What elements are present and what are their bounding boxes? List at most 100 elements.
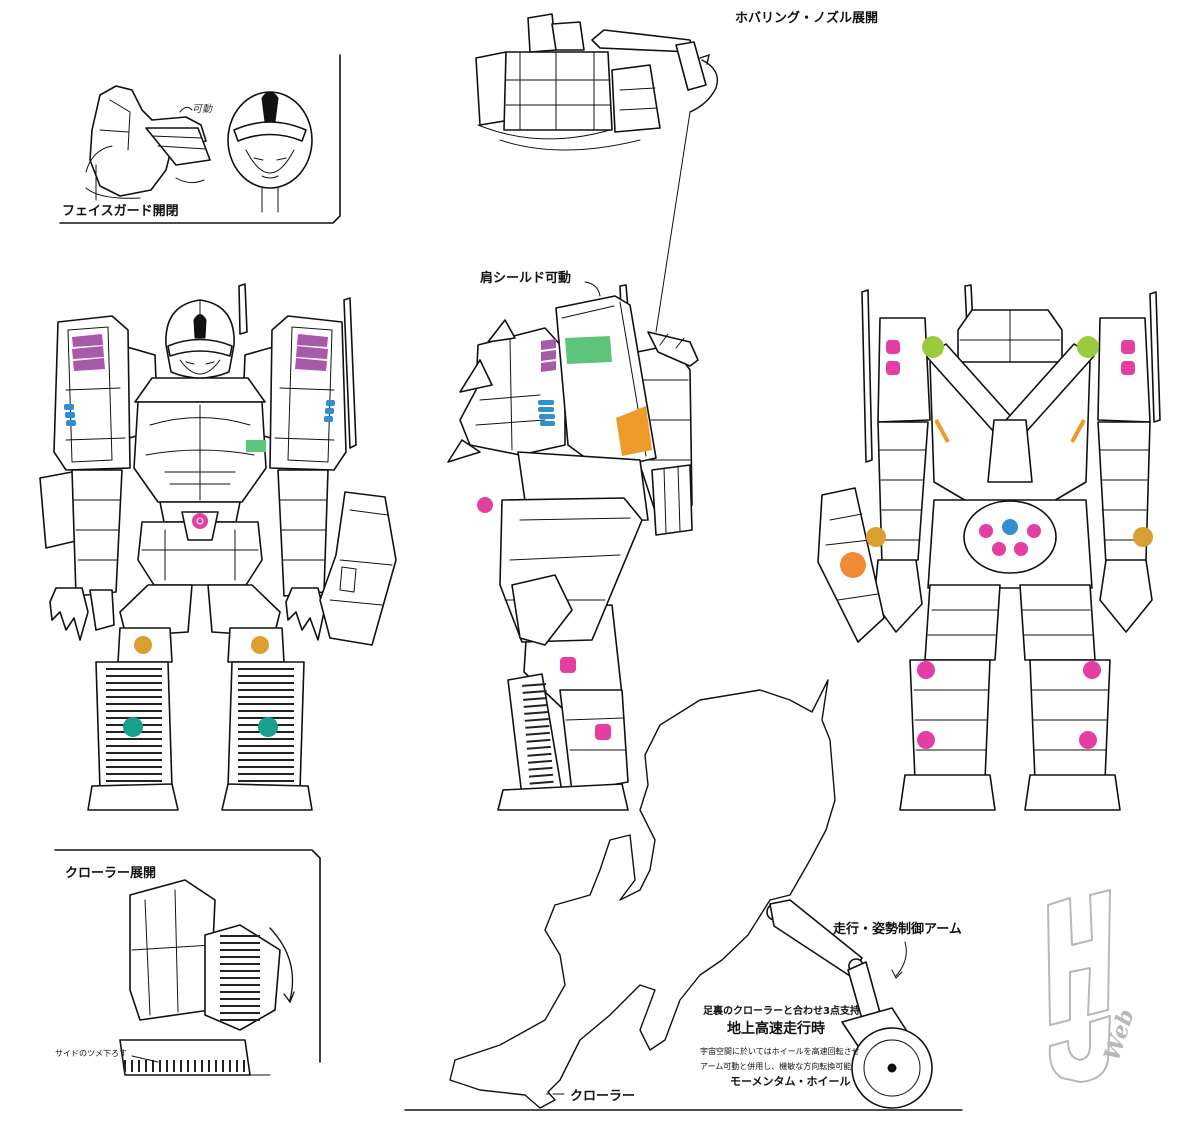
back-hip-magenta-bottom-left (992, 542, 1006, 556)
side-hand (511, 574, 573, 646)
crawler-sketch-body (129, 879, 216, 1021)
side-shin-magenta-marker (595, 724, 611, 740)
crawler-deploy-frame (54, 849, 321, 1063)
front-left-purple-vent-2 (72, 346, 104, 359)
side-backpack-lines (639, 379, 691, 461)
front-left-purple-vent-1 (72, 334, 103, 347)
face-guard-note: 可動 (192, 103, 213, 115)
face-guard-frame (59, 54, 341, 224)
side-blue-thruster-4 (540, 421, 555, 426)
back-right-thruster-lime-marker (1077, 336, 1099, 358)
side-rear-gun-rack (651, 464, 693, 536)
front-crotch-marker-ring (196, 517, 204, 525)
back-right-thigh (1019, 584, 1096, 661)
back-right-shoulder-magenta-1 (1121, 340, 1135, 354)
back-right-blade (1149, 291, 1161, 423)
side-claw-leader (131, 1055, 271, 1076)
front-left-blue-thruster-1 (64, 404, 74, 410)
front-right-claw (285, 587, 325, 641)
back-left-wrist-orange-marker (866, 527, 886, 547)
side-shin-lines (565, 717, 627, 751)
crawler-deploy-panel: クローラー展開 サイドのツメ下ろす (54, 849, 321, 1076)
side-shoulder-magenta-marker (477, 497, 493, 513)
control-arm-upper (769, 899, 863, 977)
side-purple-vent-2 (541, 350, 556, 361)
ground-mode-diagram: 走行・姿勢制御アーム 足裏のクローラーと合わせ3点支持 地上高速走行時 宇宙空間… (404, 679, 963, 1111)
front-right-blue-thruster-1 (326, 400, 335, 406)
back-left-shoulder-magenta-2 (886, 361, 900, 375)
front-right-forearm (277, 469, 329, 597)
helmet-crest (261, 91, 279, 123)
back-left-orange-strut (934, 419, 950, 443)
nozzle-sketch-engine-right (551, 21, 585, 51)
helmet-visor-band (233, 121, 307, 142)
front-left-claw (49, 587, 89, 641)
logo-letter-h (1047, 889, 1111, 1026)
back-spine (987, 419, 1033, 483)
three-point-label: 足裏のクローラーと合わせ3点支持 (703, 1004, 860, 1017)
nozzle-sketch-side-unit (611, 64, 661, 133)
back-hip-magenta-right (1027, 524, 1041, 538)
back-right-forearm-segments (1099, 449, 1149, 541)
nozzle-deploy-arrow (689, 53, 719, 113)
back-gun-orange-marker (840, 552, 866, 578)
side-front-shin (559, 689, 629, 793)
front-right-purple-vent-3 (295, 358, 327, 371)
back-hip-pod (963, 500, 1057, 574)
nozzle-leader-line (655, 111, 691, 333)
front-gun-lines (329, 509, 393, 606)
side-spike-lower (447, 439, 481, 463)
front-right-purple-vent-1 (297, 334, 328, 347)
shoulder-shield-label: 肩シールド可動 (480, 270, 571, 286)
crawler-sketch-body-lines (131, 889, 213, 1016)
front-right-shin-teal-marker (258, 717, 278, 737)
front-left-purple-vent-3 (73, 358, 105, 371)
front-face (179, 299, 221, 375)
front-left-forearm (71, 469, 123, 597)
front-helmet-crest (193, 314, 207, 339)
space-note-line-1: 宇宙空間に於いてはホイールを高速回転させ (700, 1046, 860, 1056)
back-right-claw (1099, 559, 1153, 633)
back-left-forearm-segments (879, 449, 927, 541)
side-purple-vent-3 (541, 361, 556, 372)
front-crotch-magenta-marker (192, 513, 208, 529)
front-left-shin-teal-marker (123, 717, 143, 737)
ground-high-speed-label: 地上高速走行時 (727, 1020, 825, 1037)
side-spike-top (487, 319, 516, 343)
hj-web-logo: Web (1047, 889, 1140, 1083)
back-left-knee-magenta (917, 661, 935, 679)
side-view: 肩シールド可動 (447, 270, 699, 811)
front-collar (134, 377, 266, 403)
back-right-wrist-orange-marker (1133, 527, 1153, 547)
back-left-shoulder-magenta-1 (886, 340, 900, 354)
front-left-blue-thruster-2 (65, 412, 75, 418)
back-right-knee-magenta (1083, 661, 1101, 679)
back-right-foot (1024, 774, 1121, 811)
side-torso-lines (475, 339, 546, 451)
crouching-silhouette (449, 679, 836, 1109)
front-left-foot (87, 783, 179, 811)
face-guard-plate-lines (99, 99, 207, 151)
side-nozzle-arm (647, 331, 699, 367)
front-right-purple-vent-2 (296, 346, 328, 359)
side-orange-part (616, 406, 652, 456)
control-arm-leader (891, 941, 907, 979)
momentum-wheel-axle (887, 1063, 897, 1073)
side-green-sensor (565, 336, 612, 364)
side-blue-thruster-2 (538, 407, 554, 412)
front-right-knee-orange-marker (251, 636, 269, 654)
front-right-blue-thruster-3 (324, 416, 333, 422)
front-shoulder-blade (343, 297, 357, 449)
back-view (817, 284, 1161, 811)
back-left-leg-lines (913, 609, 999, 751)
movable-arrow (175, 106, 205, 184)
back-left-upper-arm (877, 317, 931, 423)
front-chest-green-sensor (246, 440, 266, 452)
side-blue-thruster-1 (538, 400, 554, 405)
front-antenna (238, 283, 248, 335)
logo-letter-j (1048, 1015, 1111, 1083)
nozzle-sketch-backpack (503, 51, 613, 131)
back-right-shoulder-magenta-2 (1121, 361, 1135, 375)
front-right-foot (221, 783, 313, 811)
